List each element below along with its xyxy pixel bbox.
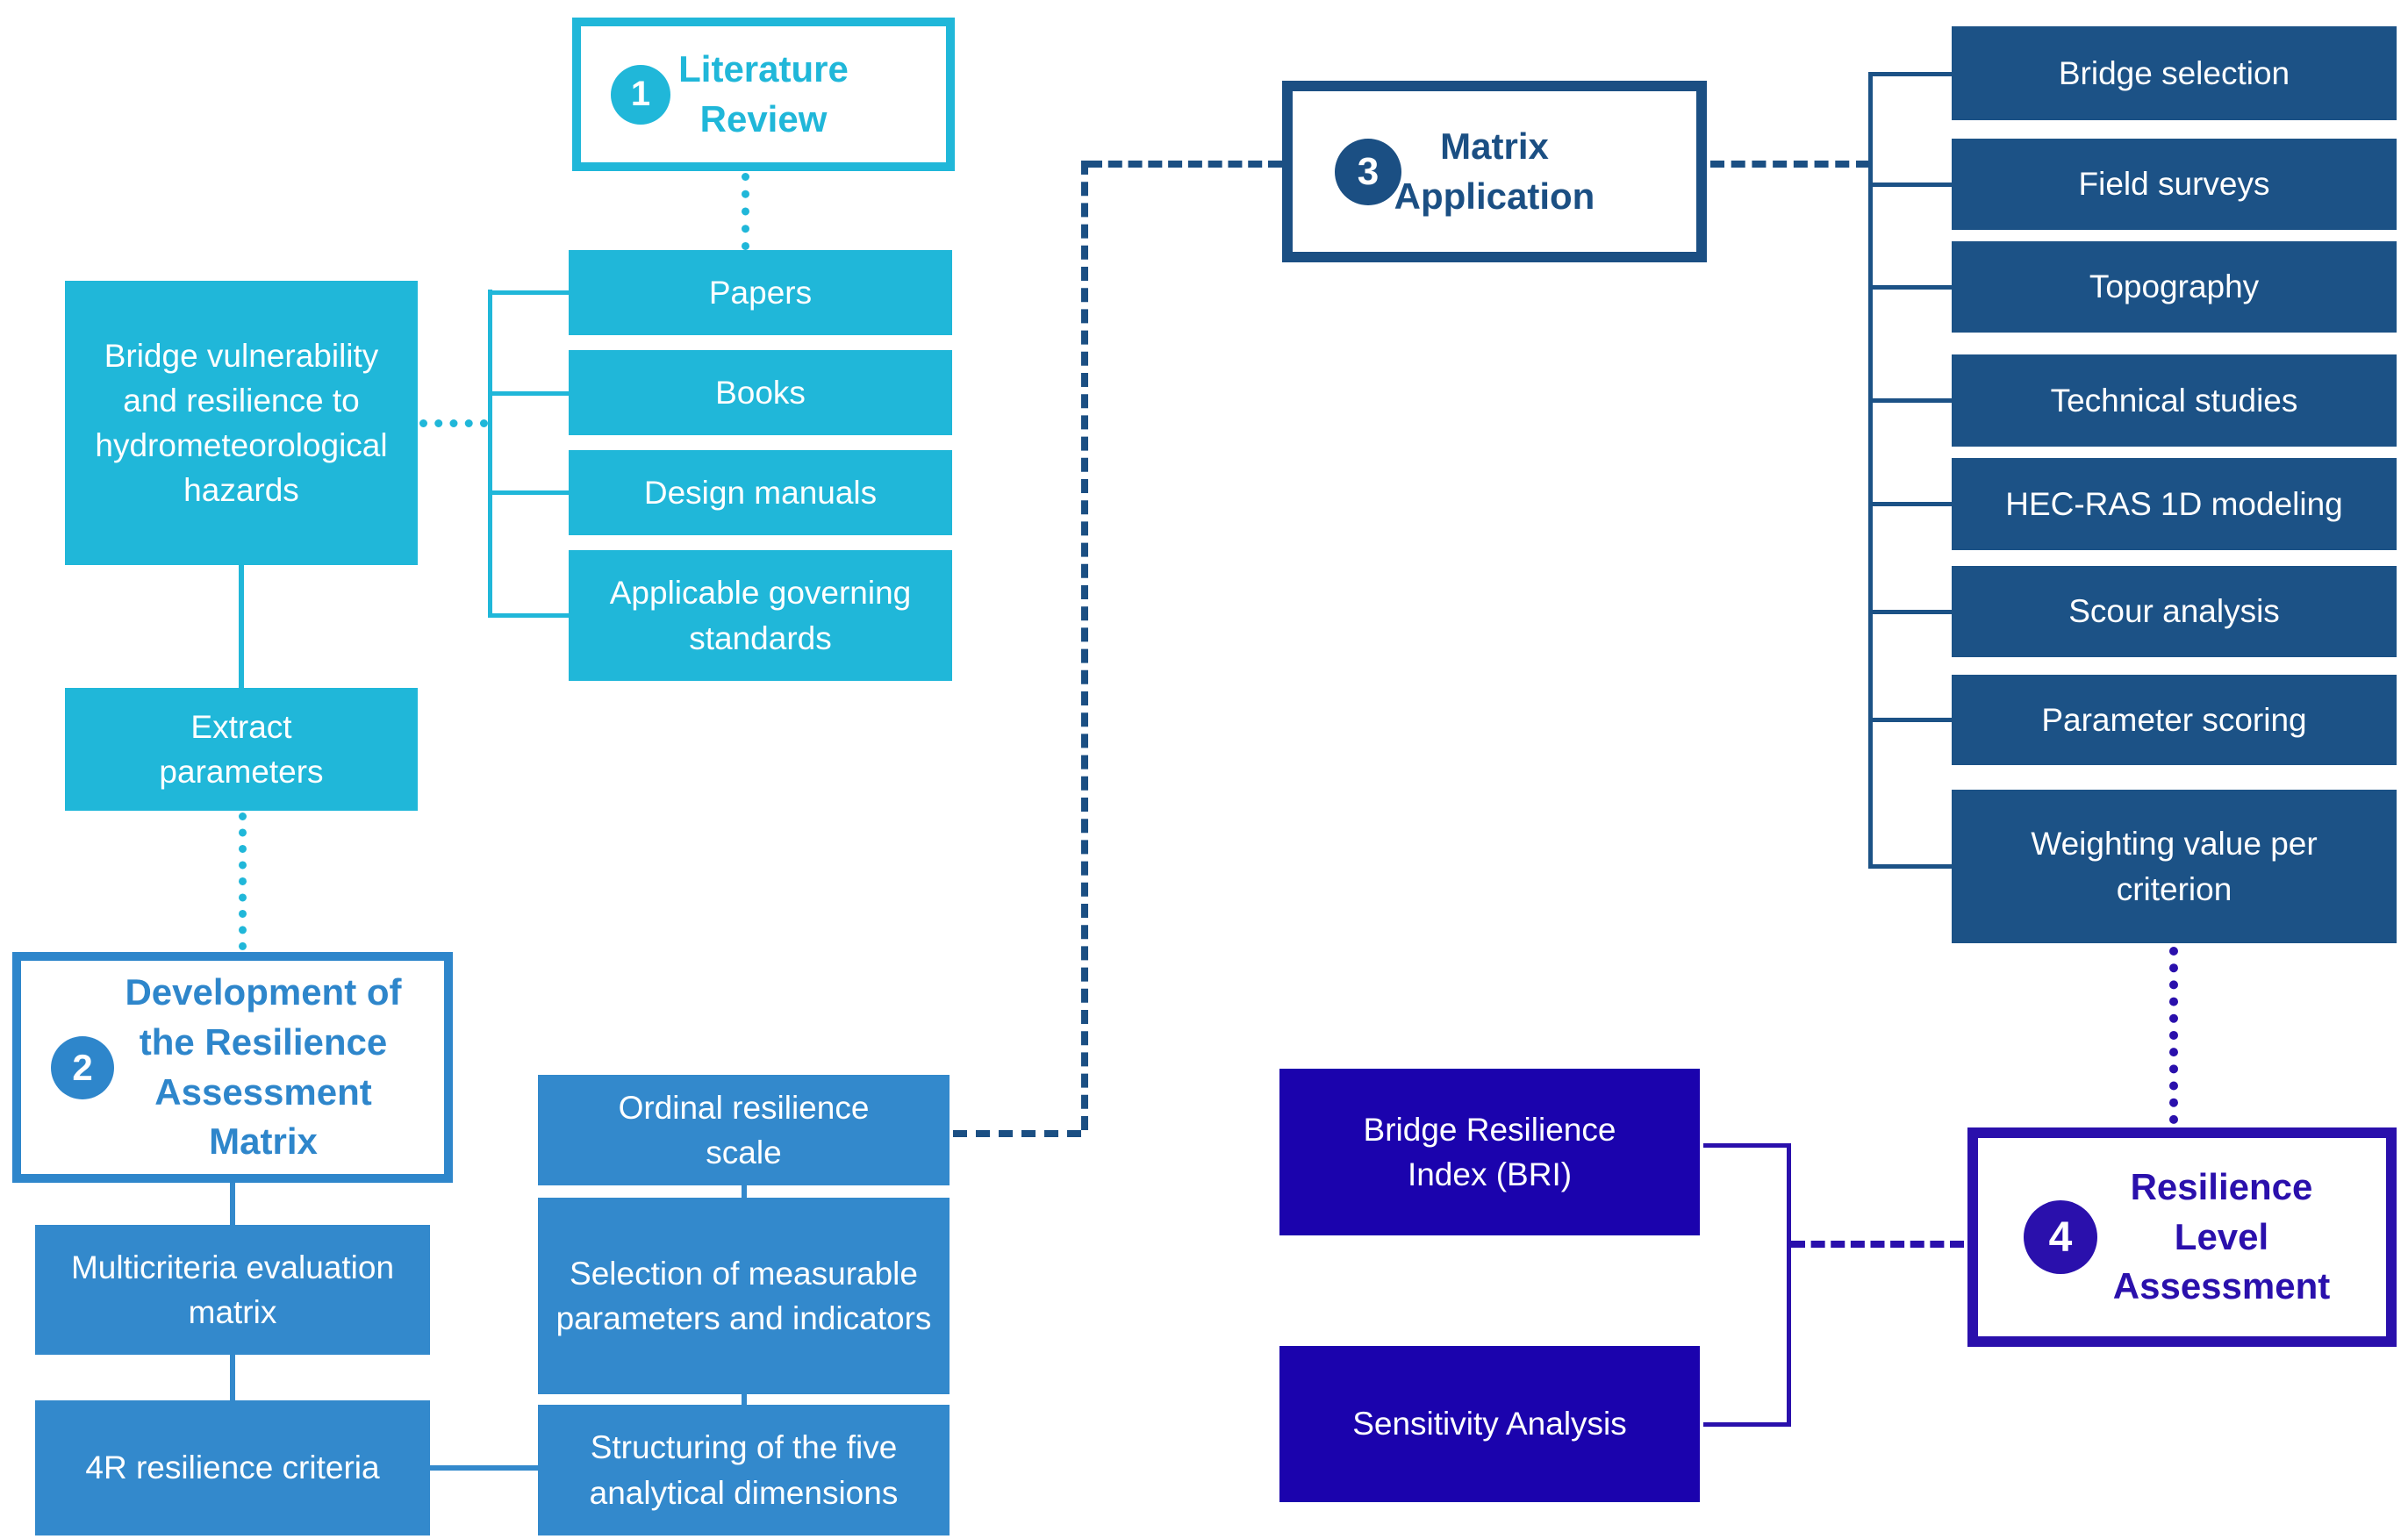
steps-bracket-line [1868, 74, 1873, 864]
outputs-bracket-stub-bri [1703, 1143, 1791, 1148]
node-bridge-resilience-index-label: Bridge Resilience Index (BRI) [1363, 1111, 1616, 1192]
steps-bracket-stub-1 [1868, 72, 1952, 76]
outputs-bracket-stub-sensitivity [1703, 1422, 1791, 1427]
node-governing-standards: Applicable governing standards [569, 550, 952, 681]
connector-4r-to-structuring [430, 1465, 538, 1471]
node-sensitivity-analysis-label: Sensitivity Analysis [1352, 1406, 1627, 1442]
node-selection-parameters: Selection of measurable parameters and i… [538, 1198, 950, 1394]
sources-bracket-stub-design [488, 490, 569, 495]
node-topography-label: Topography [2089, 268, 2260, 305]
steps-bracket-stub-4 [1868, 398, 1952, 403]
sources-bracket-stub-books [488, 391, 569, 396]
node-extract-parameters: Extract parameters [65, 688, 418, 811]
node-weighting-value: Weighting value per criterion [1952, 790, 2397, 943]
connector-ordinal-to-stage3-vertical [1081, 161, 1088, 1130]
stage-4-title: Resilience Level Assessment [2112, 1165, 2331, 1307]
node-parameter-scoring: Parameter scoring [1952, 675, 2397, 765]
node-bridge-selection-label: Bridge selection [2058, 54, 2290, 91]
node-technical-studies: Technical studies [1952, 354, 2397, 447]
node-structuring-dimensions: Structuring of the five analytical dimen… [538, 1405, 950, 1535]
node-field-surveys-label: Field surveys [2078, 166, 2270, 203]
node-bridge-selection: Bridge selection [1952, 26, 2397, 120]
stage-2-development-box: 2 Development of the Resilience Assessme… [12, 952, 453, 1183]
sources-bracket-line [488, 290, 492, 616]
node-governing-standards-label: Applicable governing standards [609, 575, 912, 656]
node-topography: Topography [1952, 241, 2397, 333]
node-structuring-dimensions-label: Structuring of the five analytical dimen… [589, 1429, 899, 1511]
connector-stage3-to-steps [1710, 161, 1870, 168]
node-bridge-vulnerability-label: Bridge vulnerability and resilience to h… [95, 337, 388, 509]
stage-2-number-badge: 2 [51, 1035, 114, 1099]
node-hecras-modeling-label: HEC-RAS 1D modeling [2005, 485, 2343, 522]
node-books-label: Books [715, 374, 806, 411]
node-parameter-scoring-label: Parameter scoring [2041, 701, 2307, 738]
stage-2-title: Development of the Resilience Assessment… [125, 971, 402, 1163]
node-bridge-vulnerability: Bridge vulnerability and resilience to h… [65, 281, 418, 565]
stage-1-number-badge: 1 [611, 64, 670, 125]
node-ordinal-scale-label: Ordinal resilience scale [618, 1089, 870, 1170]
node-technical-studies-label: Technical studies [2050, 382, 2298, 419]
stage-1-title: Literature Review [678, 47, 849, 140]
node-scour-analysis: Scour analysis [1952, 566, 2397, 657]
connector-extract-to-stage2 [239, 812, 247, 950]
steps-bracket-stub-2 [1868, 183, 1952, 187]
node-hecras-modeling: HEC-RAS 1D modeling [1952, 458, 2397, 550]
connector-multicriteria-to-4r [230, 1355, 235, 1400]
stage-4-number-badge: 4 [2024, 1200, 2097, 1274]
node-design-manuals: Design manuals [569, 450, 952, 535]
sources-bracket-stub-standards [488, 613, 569, 618]
node-books: Books [569, 350, 952, 435]
node-extract-parameters-label: Extract parameters [159, 708, 324, 790]
steps-bracket-stub-7 [1868, 718, 1952, 722]
connector-ordinal-to-selection [742, 1185, 747, 1198]
stage-3-number-badge: 3 [1335, 138, 1401, 205]
stage-3-title: Matrix Application [1394, 125, 1595, 217]
node-multicriteria-matrix: Multicriteria evaluation matrix [35, 1225, 430, 1355]
node-papers-label: Papers [708, 274, 813, 311]
connector-topic-to-extract [239, 565, 244, 688]
node-multicriteria-matrix-label: Multicriteria evaluation matrix [70, 1249, 395, 1330]
node-weighting-value-label: Weighting value per criterion [2031, 826, 2318, 907]
outputs-bracket-line [1787, 1143, 1791, 1427]
node-selection-parameters-label: Selection of measurable parameters and i… [555, 1255, 932, 1336]
node-design-manuals-label: Design manuals [643, 474, 878, 511]
connector-topic-to-sources [419, 419, 488, 427]
node-scour-analysis-label: Scour analysis [2068, 593, 2280, 630]
node-ordinal-scale: Ordinal resilience scale [538, 1075, 950, 1185]
steps-bracket-stub-5 [1868, 502, 1952, 506]
stage-1-literature-review-box: 1 Literature Review [572, 18, 955, 171]
stage-4-resilience-assessment-box: 4 Resilience Level Assessment [1967, 1127, 2397, 1347]
connector-ordinal-to-stage3-h1 [953, 1130, 1081, 1137]
connector-stage2-to-multicriteria [230, 1183, 235, 1225]
connector-weighting-to-stage4 [2169, 947, 2178, 1124]
node-papers: Papers [569, 250, 952, 335]
steps-bracket-stub-3 [1868, 285, 1952, 290]
node-field-surveys: Field surveys [1952, 139, 2397, 230]
connector-ordinal-to-stage3-h2 [1088, 161, 1282, 168]
node-4r-criteria: 4R resilience criteria [35, 1400, 430, 1535]
sources-bracket-stub-papers [488, 290, 569, 295]
node-4r-criteria-label: 4R resilience criteria [85, 1450, 380, 1486]
stage-3-matrix-application-box: 3 Matrix Application [1282, 81, 1707, 262]
connector-stage1-to-sources [742, 173, 749, 250]
connector-outputs-to-stage4 [1791, 1241, 1964, 1248]
steps-bracket-stub-6 [1868, 610, 1952, 614]
node-sensitivity-analysis: Sensitivity Analysis [1279, 1346, 1700, 1502]
steps-bracket-stub-8 [1868, 864, 1952, 869]
connector-selection-to-structuring [742, 1394, 747, 1405]
node-bridge-resilience-index: Bridge Resilience Index (BRI) [1279, 1069, 1700, 1235]
